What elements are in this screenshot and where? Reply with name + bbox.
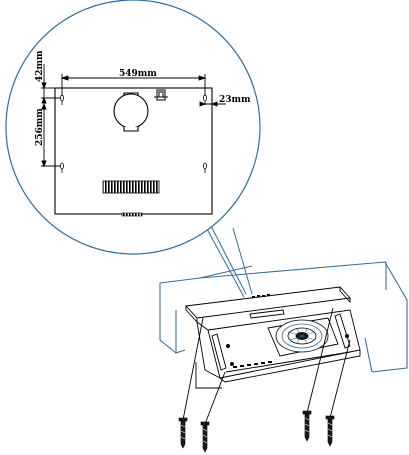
vent-grille-icon (102, 180, 160, 194)
dim-label-width: 549mm (119, 69, 157, 79)
screw-icon (325, 415, 335, 447)
screw-icon (178, 417, 188, 449)
bracket-icon (154, 89, 168, 101)
screw-icon (302, 410, 312, 442)
dim-label-height: 256mm (35, 108, 45, 146)
control-buttons (252, 294, 270, 298)
template-lip (121, 212, 143, 217)
screw-icon (200, 421, 210, 453)
screw-guide-lines (182, 307, 351, 425)
wall-cabinet (159, 261, 408, 373)
mounting-template (54, 87, 213, 217)
screw-holes (60, 94, 207, 173)
screw-hole-bottom-left (60, 162, 64, 173)
screws (178, 410, 335, 453)
dim-label-top-offset: 42mm (35, 50, 45, 82)
hood-grille (233, 361, 272, 368)
fan-duct-cutout (113, 92, 149, 132)
fan-icon (275, 319, 329, 353)
range-hood-unit (185, 286, 361, 383)
dim-label-side-offset: 23mm (219, 95, 251, 105)
callout-leaders (206, 223, 253, 298)
screw-hole-bottom-right (203, 162, 207, 173)
dimension-lines (41, 64, 226, 168)
